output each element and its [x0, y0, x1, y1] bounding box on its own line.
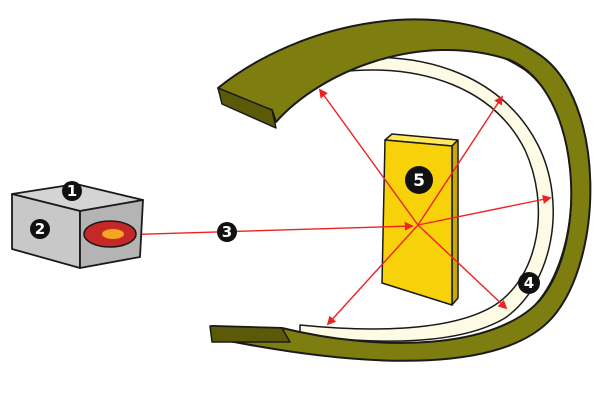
badge-2: 2: [30, 219, 50, 239]
badge-1-label: 1: [67, 182, 77, 200]
scattered-rays: [318, 88, 552, 326]
detector-ring-cut-top: [217, 87, 277, 129]
detector-ring-icon: [209, 18, 592, 362]
badge-4-label: 4: [524, 274, 534, 292]
badge-5: 5: [405, 166, 433, 194]
ray-right: [417, 195, 552, 226]
ray-up-right: [417, 95, 503, 226]
badge-4: 4: [518, 272, 540, 294]
detector-inner-surface: [299, 56, 554, 342]
detector-ring-cut-bottom: [209, 325, 291, 343]
badge-2-label: 2: [35, 220, 45, 238]
badge-3-label: 3: [222, 223, 232, 241]
aperture-inner: [102, 229, 124, 239]
ray-up-left: [318, 88, 419, 226]
badge-5-label: 5: [413, 171, 425, 191]
badge-1: 1: [62, 181, 82, 201]
ray-down-left: [326, 224, 419, 326]
ray-down-right: [417, 224, 508, 310]
badge-3: 3: [217, 222, 237, 242]
incident-beam: [117, 221, 414, 236]
